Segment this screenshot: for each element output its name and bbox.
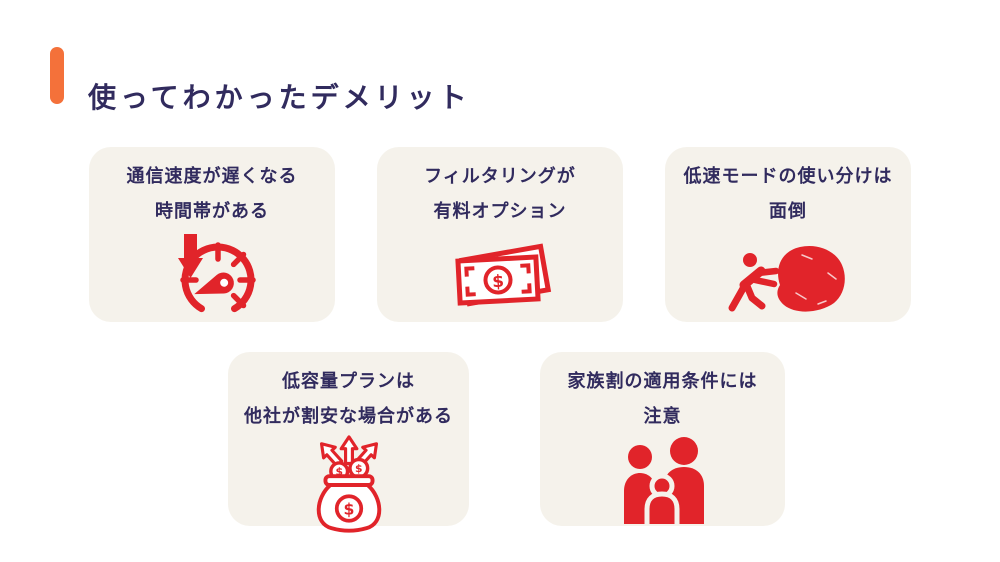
family-icon [623, 437, 704, 524]
money-bag-arrows-icon: $ $ $ [316, 435, 381, 533]
card-low-capacity-plan: 低容量プランは 他社が割安な場合がある $ $ $ [228, 352, 469, 533]
svg-text:$: $ [355, 462, 363, 475]
card-line1: 低容量プランは [282, 371, 415, 391]
card-line1: フィルタリングが [424, 166, 576, 186]
banknote-icon: $ [455, 242, 552, 307]
card-family-discount: 家族割の適用条件には 注意 [540, 352, 785, 526]
card-filtering: フィルタリングが 有料オプション $ [377, 147, 623, 322]
card-line1: 家族割の適用条件には [567, 371, 758, 391]
card-line1: 低速モードの使い分けは [683, 166, 893, 186]
card-icon-area [540, 434, 785, 526]
svg-text:$: $ [343, 499, 354, 518]
card-line2: 有料オプション [433, 201, 567, 221]
card-line2: 時間帯がある [155, 201, 269, 221]
svg-text:$: $ [492, 271, 505, 292]
speedometer-slow-icon [178, 233, 256, 312]
card-line1: 通信速度が遅くなる [126, 166, 298, 186]
page-title: 使ってわかったデメリット [88, 81, 471, 113]
card-line2: 他社が割安な場合がある [244, 406, 453, 426]
svg-text:$: $ [335, 465, 343, 478]
card-low-speed-mode: 低速モードの使い分けは 面倒 [665, 147, 911, 322]
card-icon-area [665, 229, 911, 322]
card-icon-area [89, 229, 335, 322]
card-icon-area: $ $ $ [228, 434, 469, 534]
card-communication-speed: 通信速度が遅くなる 時間帯がある [89, 147, 335, 322]
card-icon-area: $ [377, 229, 623, 322]
boulder-push-icon [728, 245, 845, 312]
title-accent-bar [50, 47, 64, 104]
card-line2: 注意 [643, 406, 682, 426]
card-line2: 面倒 [769, 201, 807, 221]
